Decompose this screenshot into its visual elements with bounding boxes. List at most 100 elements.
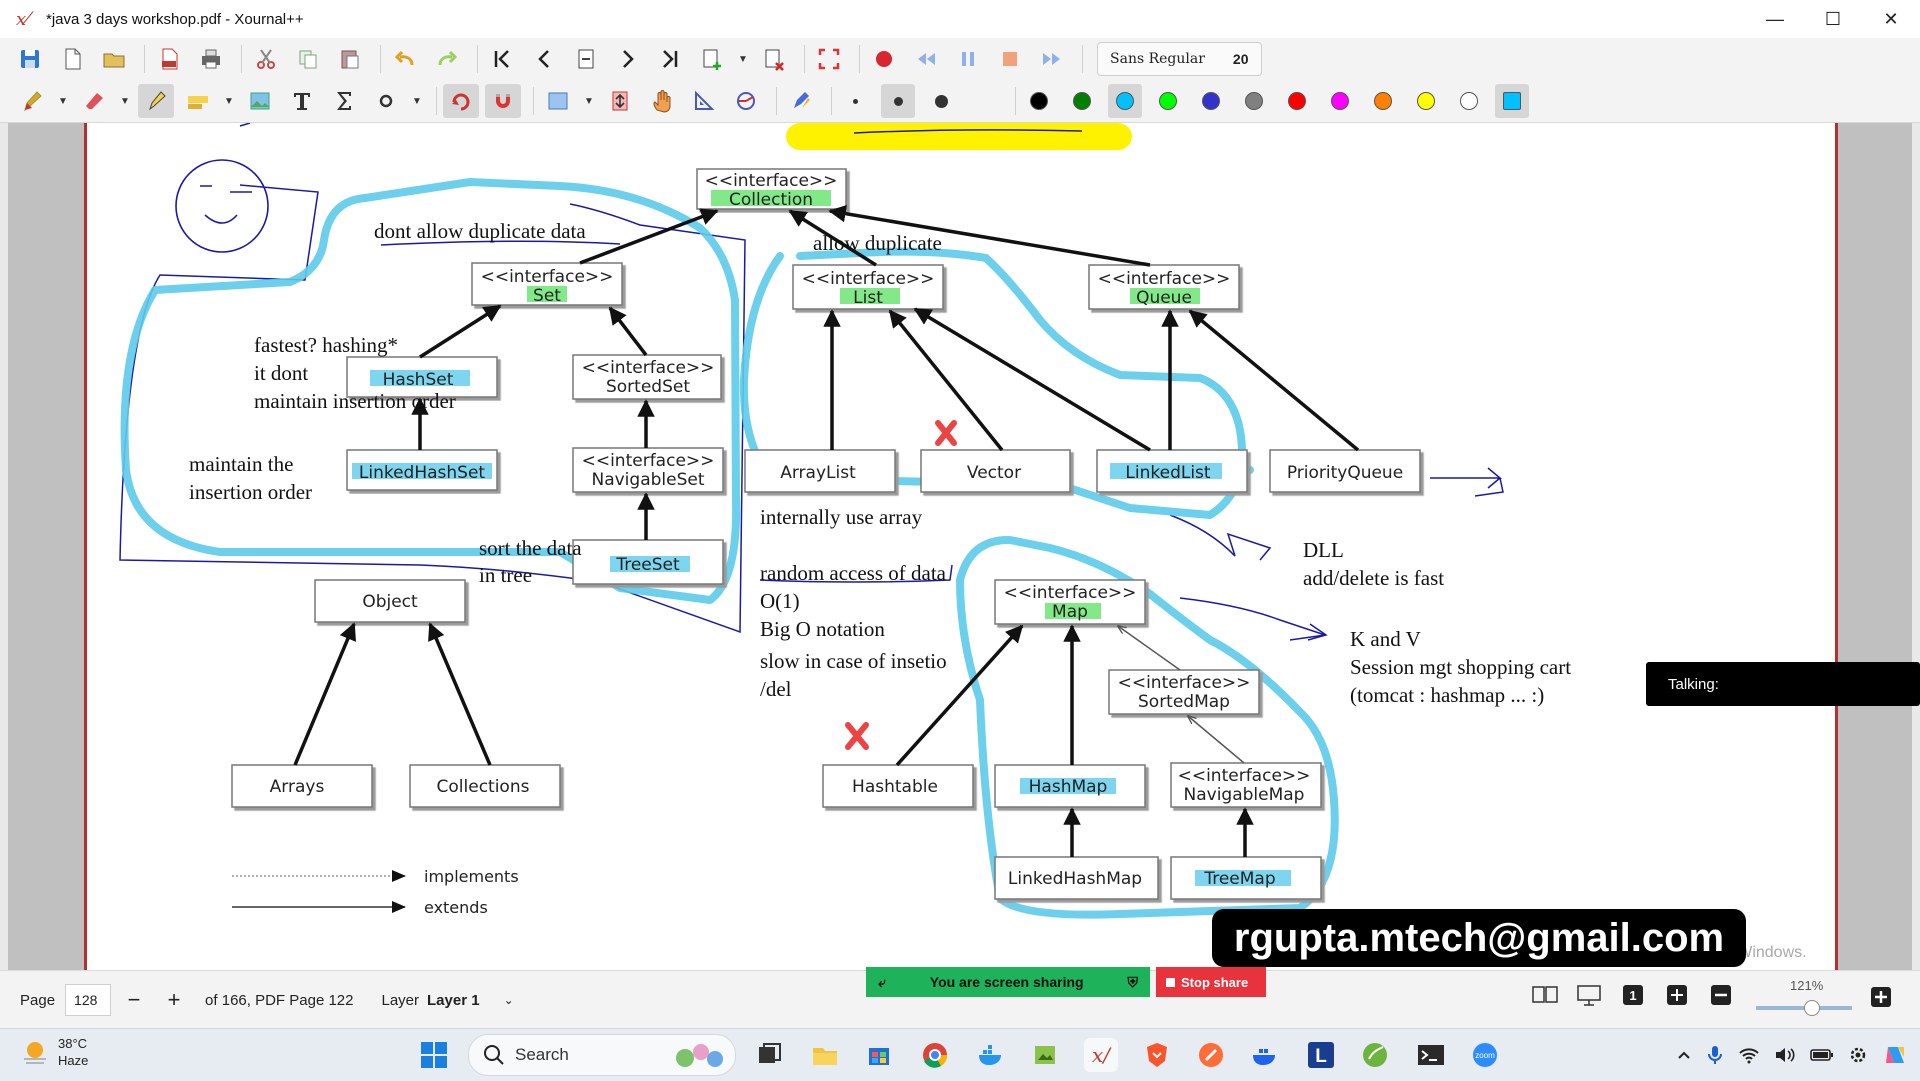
- copy-icon[interactable]: [290, 42, 326, 76]
- eraser-dropdown[interactable]: ▼: [120, 95, 130, 107]
- terminal-icon[interactable]: [1414, 1038, 1448, 1072]
- fill-icon[interactable]: [967, 84, 1003, 118]
- copilot-icon[interactable]: [1882, 1041, 1910, 1069]
- next-page-icon[interactable]: [610, 42, 646, 76]
- l-app-icon[interactable]: L: [1304, 1038, 1338, 1072]
- brave-browser-icon[interactable]: [1140, 1038, 1174, 1072]
- insert-page-icon[interactable]: [694, 42, 730, 76]
- taskbar-search[interactable]: Search: [468, 1034, 736, 1076]
- settings-gear-icon[interactable]: [1848, 1045, 1868, 1065]
- pause-icon[interactable]: [950, 42, 986, 76]
- presentation-view-icon[interactable]: [1574, 980, 1604, 1010]
- delete-page-icon[interactable]: [756, 42, 792, 76]
- fast-forward-icon[interactable]: [1034, 42, 1070, 76]
- highlight-dropdown[interactable]: ▼: [224, 95, 234, 107]
- shape-dropdown[interactable]: ▼: [412, 95, 422, 107]
- zoom-fit-icon[interactable]: [1662, 980, 1692, 1010]
- wifi-icon[interactable]: [1738, 1046, 1760, 1064]
- latex-sigma-icon[interactable]: [326, 84, 362, 118]
- spring-tool-icon[interactable]: [1358, 1038, 1392, 1072]
- default-tool-icon[interactable]: [783, 84, 819, 118]
- stop-icon[interactable]: [992, 42, 1028, 76]
- docker-desktop-icon[interactable]: [1248, 1038, 1282, 1072]
- redo-icon[interactable]: [429, 42, 465, 76]
- text-highlight-icon[interactable]: [180, 84, 216, 118]
- highlighter-icon[interactable]: [138, 84, 174, 118]
- zoom-slider[interactable]: [1756, 1000, 1852, 1016]
- pen-dropdown[interactable]: ▼: [58, 95, 68, 107]
- new-document-icon[interactable]: [54, 42, 90, 76]
- battery-icon[interactable]: [1810, 1047, 1834, 1063]
- page-decrement-button[interactable]: −: [127, 987, 141, 1012]
- screen-sharing-indicator[interactable]: ⤶ You are screen sharing ⛨: [866, 967, 1150, 997]
- document-page[interactable]: [84, 123, 1838, 970]
- image-icon[interactable]: [242, 84, 278, 118]
- color-yellow-icon[interactable]: [1409, 84, 1443, 118]
- color-gray-icon[interactable]: [1237, 84, 1271, 118]
- insert-page-dropdown[interactable]: ▼: [738, 53, 748, 65]
- color-custom-icon[interactable]: [1495, 84, 1529, 118]
- shape-recognizer-icon[interactable]: [443, 84, 479, 118]
- color-magenta-icon[interactable]: [1323, 84, 1357, 118]
- snap-magnet-icon[interactable]: [485, 84, 521, 118]
- color-green-icon[interactable]: [1065, 84, 1099, 118]
- xournal-taskbar-icon[interactable]: x/: [1084, 1038, 1118, 1072]
- microsoft-store-icon[interactable]: [862, 1038, 896, 1072]
- two-page-view-icon[interactable]: [1530, 980, 1560, 1010]
- pen-icon[interactable]: [14, 84, 50, 118]
- first-page-icon[interactable]: [484, 42, 520, 76]
- color-lime-icon[interactable]: [1151, 84, 1185, 118]
- zoom-meeting-icon[interactable]: zoom: [1468, 1038, 1502, 1072]
- cut-icon[interactable]: [248, 42, 284, 76]
- start-button[interactable]: [420, 1041, 448, 1074]
- annotate-pdf-icon[interactable]: [151, 42, 187, 76]
- file-explorer-icon[interactable]: [808, 1038, 842, 1072]
- layer-select[interactable]: Layer 1: [427, 991, 480, 1009]
- color-lightblue-icon[interactable]: [1108, 84, 1142, 118]
- text-tool-icon[interactable]: [284, 84, 320, 118]
- color-blue-icon[interactable]: [1194, 84, 1228, 118]
- color-orange-icon[interactable]: [1366, 84, 1400, 118]
- previous-page-icon[interactable]: [526, 42, 562, 76]
- thin-line-icon[interactable]: [838, 84, 872, 118]
- chrome-icon[interactable]: [918, 1038, 952, 1072]
- docker-icon[interactable]: [974, 1038, 1008, 1072]
- zoom-100-icon[interactable]: 1: [1618, 980, 1648, 1010]
- canvas-area[interactable]: <<interface>> Collection <<interface>> S…: [8, 123, 1912, 970]
- close-button[interactable]: ✕: [1883, 8, 1899, 29]
- font-selector[interactable]: Sans Regular 20: [1097, 42, 1262, 76]
- tray-chevron-up-icon[interactable]: [1676, 1047, 1692, 1063]
- color-black-icon[interactable]: [1022, 84, 1056, 118]
- stop-share-button[interactable]: Stop share: [1156, 967, 1266, 997]
- last-page-icon[interactable]: [652, 42, 688, 76]
- shape-circle-icon[interactable]: [368, 84, 404, 118]
- rect-select-icon[interactable]: [540, 84, 576, 118]
- fullscreen-icon[interactable]: [811, 42, 847, 76]
- page-number-input[interactable]: 128: [65, 984, 112, 1016]
- undo-icon[interactable]: [387, 42, 423, 76]
- medium-line-icon[interactable]: [881, 84, 915, 118]
- print-icon[interactable]: [193, 42, 229, 76]
- vertical-space-icon[interactable]: [602, 84, 638, 118]
- record-icon[interactable]: [866, 42, 902, 76]
- open-folder-icon[interactable]: [96, 42, 132, 76]
- goto-page-icon[interactable]: [568, 42, 604, 76]
- zoom-slider-thumb[interactable]: [1804, 1000, 1820, 1016]
- image-editor-icon[interactable]: [1028, 1038, 1062, 1072]
- rewind-icon[interactable]: [908, 42, 944, 76]
- color-white-icon[interactable]: [1452, 84, 1486, 118]
- paste-icon[interactable]: [332, 42, 368, 76]
- select-dropdown[interactable]: ▼: [584, 95, 594, 107]
- color-red-icon[interactable]: [1280, 84, 1314, 118]
- task-view-icon[interactable]: [752, 1038, 786, 1072]
- postman-icon[interactable]: [1194, 1038, 1228, 1072]
- layer-chevron-down-icon[interactable]: ⌄: [503, 993, 514, 1007]
- hand-pan-icon[interactable]: [644, 84, 680, 118]
- eraser-icon[interactable]: [76, 84, 112, 118]
- microphone-icon[interactable]: [1706, 1044, 1724, 1066]
- maximize-button[interactable]: ☐: [1824, 8, 1842, 29]
- minimize-button[interactable]: —: [1766, 8, 1784, 29]
- zoom-in-icon[interactable]: [1870, 986, 1892, 1013]
- zoom-out-icon[interactable]: [1706, 980, 1736, 1010]
